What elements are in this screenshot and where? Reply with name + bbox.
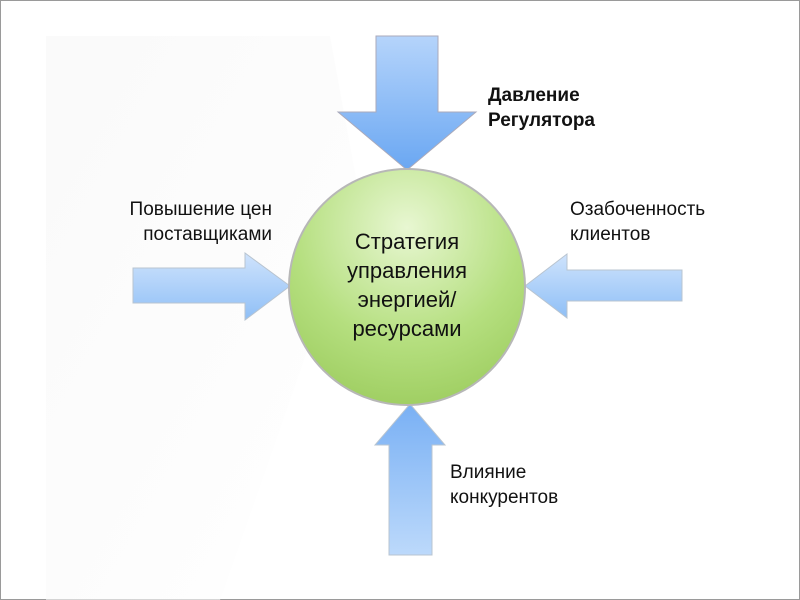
label-line: Давление [488,85,580,106]
center-line: ресурсами [352,316,462,341]
center-line: энергией/ [357,287,457,312]
label-line: Регулятора [488,110,595,131]
label-line: Озабоченность [570,199,706,220]
label-line: Влияние [450,462,527,483]
center-line: управления [347,258,467,283]
label-competitor-influence: Влияние конкурентов [450,460,558,510]
label-regulator-pressure: Давление Регулятора [488,83,595,133]
label-line: конкурентов [450,487,559,508]
background-shade [46,36,360,600]
arrow-bottom [373,403,447,556]
label-line: клиентов [570,224,651,245]
label-line: поставщиками [143,224,272,245]
center-label: Стратегия управления энергией/ ресурсами [307,227,507,343]
label-customer-concern: Озабоченность клиентов [570,197,705,247]
arrow-left [132,252,291,322]
arrow-top [336,35,478,171]
label-supplier-prices: Повышение цен поставщиками [108,197,272,247]
arrow-right [524,252,683,320]
strategy-circle [288,168,526,406]
label-line: Повышение цен [129,199,272,220]
center-line: Стратегия [354,229,460,254]
